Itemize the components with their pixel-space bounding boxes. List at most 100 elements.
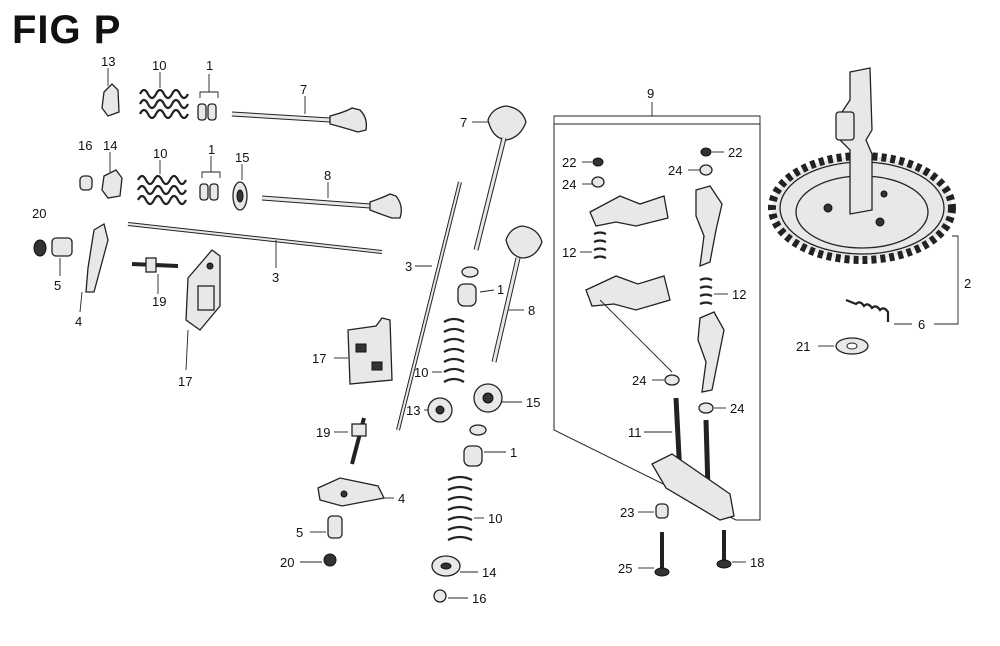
nut-20-left [33, 239, 47, 257]
callout-12-right: 12 [732, 287, 746, 302]
callout-10-middle: 10 [153, 146, 167, 161]
spring-12-left [580, 231, 607, 260]
callout-25: 25 [618, 561, 632, 576]
callout-13-upper: 13 [101, 54, 115, 69]
stud-19-center [334, 417, 367, 465]
bolt-18 [716, 530, 746, 569]
callout-18: 18 [750, 555, 764, 570]
rocker-arm-4-center [317, 477, 394, 507]
washer-24-right-lower [698, 402, 726, 414]
callout-20-left: 20 [32, 206, 46, 221]
callout-11: 11 [628, 425, 642, 440]
stud-19-left [131, 257, 179, 294]
governor-arm-left-lower [585, 275, 673, 373]
callout-3-left: 3 [272, 270, 279, 285]
callout-17-center: 17 [312, 351, 326, 366]
callout-15-center: 15 [526, 395, 540, 410]
pushrod-3-left [127, 222, 383, 268]
callout-17-left: 17 [178, 374, 192, 389]
governor-shaft-holder-11 [644, 397, 735, 521]
valve-spring-10-upper [139, 72, 189, 120]
retainer-13-center [424, 397, 453, 423]
callout-12-left: 12 [562, 245, 576, 260]
callout-16-left: 16 [78, 138, 92, 153]
callout-3-center: 3 [405, 259, 412, 274]
callout-24-right-lower: 24 [730, 401, 744, 416]
callout-22-right: 22 [728, 145, 742, 160]
spring-12-right [699, 277, 728, 306]
spring-6 [845, 298, 912, 325]
camshaft-gear-2 [768, 67, 959, 325]
collar-23 [638, 503, 669, 519]
callout-5-center: 5 [296, 525, 303, 540]
pivot-5-center [310, 515, 343, 539]
callout-16-center: 16 [472, 591, 486, 606]
callout-1-middle: 1 [208, 142, 215, 157]
callout-7-center: 7 [460, 115, 467, 130]
retainer-14-center [431, 555, 478, 577]
callout-8-left: 8 [324, 168, 331, 183]
cap-16-center [433, 589, 468, 603]
washer-24-right-upper [688, 164, 713, 176]
rocker-bracket-17-left [185, 249, 221, 371]
governor-arm-right-upper [695, 185, 723, 268]
pushrod-3-center [396, 181, 462, 431]
callout-2: 2 [964, 276, 971, 291]
valve-8-left [261, 182, 402, 219]
callout-19-left: 19 [152, 294, 166, 309]
retainer-13-upper [101, 68, 120, 117]
seal-15-left [232, 164, 248, 211]
callout-10-upper: 10 [152, 58, 166, 73]
callout-8-center: 8 [528, 303, 535, 318]
valve-spring-10-center-upper [432, 317, 465, 383]
callout-22-left: 22 [562, 155, 576, 170]
figure-title: FIG P [12, 8, 122, 52]
cotter-1-upper [197, 74, 219, 121]
callout-4-center: 4 [398, 491, 405, 506]
retainer-14-left [101, 152, 123, 199]
callout-10-center-upper: 10 [414, 365, 428, 380]
callout-14-left: 14 [103, 138, 117, 153]
valve-spring-10-center-lower [447, 475, 484, 541]
callout-19-center: 19 [316, 425, 330, 440]
callout-14-center: 14 [482, 565, 496, 580]
valve-7-upper [231, 96, 368, 133]
governor-assembly-outline-9 [553, 102, 761, 521]
rocker-arm-4-left [79, 222, 109, 313]
callout-1-upper: 1 [206, 58, 213, 73]
callout-7-upper: 7 [300, 82, 307, 97]
bolt-25 [638, 532, 670, 577]
cap-16-left [79, 175, 93, 191]
cotter-1-center-lower [463, 424, 506, 467]
valve-7-center [472, 105, 527, 251]
nut-22-right [700, 147, 724, 157]
washer-21 [818, 337, 869, 355]
callout-4-left: 4 [75, 314, 82, 329]
pivot-5-left [51, 237, 73, 276]
nut-20-center [300, 553, 337, 567]
callout-1-center-lower: 1 [510, 445, 517, 460]
callout-24-middle: 24 [632, 373, 646, 388]
seal-15-center [473, 383, 522, 413]
callout-20-center: 20 [280, 555, 294, 570]
valve-spring-10-middle [137, 160, 187, 206]
washer-24-left-upper [582, 176, 605, 188]
callout-24-right-upper: 24 [668, 163, 682, 178]
governor-arm-left-upper [589, 195, 669, 227]
callout-15-left: 15 [235, 150, 249, 165]
callout-10-center-lower: 10 [488, 511, 502, 526]
callout-1-center-upper: 1 [497, 282, 504, 297]
callout-24-left-upper: 24 [562, 177, 576, 192]
governor-arm-right-lower [697, 311, 725, 393]
callout-21: 21 [796, 339, 810, 354]
callout-5-left: 5 [54, 278, 61, 293]
callout-9: 9 [647, 86, 654, 101]
callout-13-center: 13 [406, 403, 420, 418]
washer-24-middle [652, 374, 680, 386]
callout-23: 23 [620, 505, 634, 520]
valve-8-center [491, 225, 543, 363]
cotter-1-middle [199, 156, 221, 201]
rocker-bracket-17-center [334, 317, 393, 385]
